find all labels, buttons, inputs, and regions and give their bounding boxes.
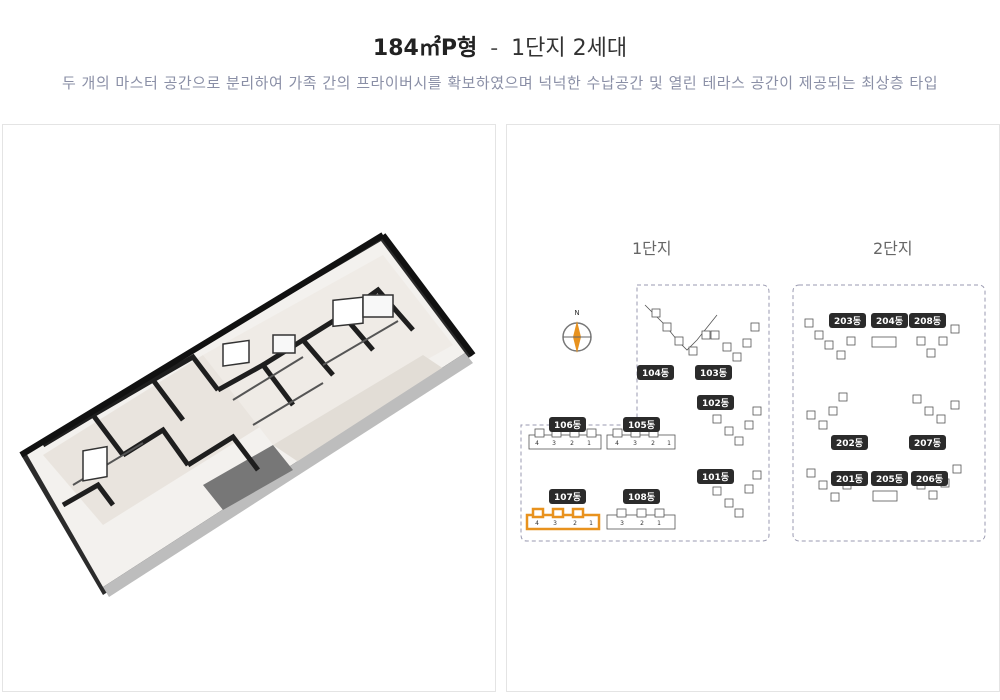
building-tag-206[interactable]: 206동 [911, 471, 949, 486]
svg-text:2: 2 [573, 520, 577, 527]
svg-text:1: 1 [587, 440, 591, 447]
building-tag-108[interactable]: 108동 [623, 489, 661, 504]
siteplan-map: N 4 3 2 1 [520, 284, 986, 542]
building-tag-107[interactable]: 107동 [549, 489, 587, 504]
building-tag-201[interactable]: 201동 [831, 471, 869, 486]
svg-text:3: 3 [553, 520, 557, 527]
floorplan-panel [2, 124, 496, 692]
svg-text:N: N [574, 309, 579, 317]
svg-text:2: 2 [570, 440, 574, 447]
building-tag-205[interactable]: 205동 [871, 471, 909, 486]
complex2-label: 2단지 [873, 239, 913, 258]
svg-text:4: 4 [535, 520, 539, 527]
title-sub: 1단지 2세대 [511, 36, 628, 61]
svg-text:4: 4 [615, 440, 619, 447]
page-description: 두 개의 마스터 공간으로 분리하여 가족 간의 프라이버시를 확보하였으며 넉… [61, 74, 939, 92]
page-header: 184㎡P형 - 1단지 2세대 두 개의 마스터 공간으로 분리하여 가족 간… [0, 0, 1000, 120]
building-tag-104[interactable]: 104동 [637, 365, 675, 380]
svg-text:4: 4 [535, 440, 539, 447]
svg-text:3: 3 [552, 440, 556, 447]
building-tag-101[interactable]: 101동 [697, 469, 735, 484]
building-tag-103[interactable]: 103동 [695, 365, 733, 380]
svg-text:2: 2 [640, 520, 644, 527]
isometric-floorplan-image [19, 232, 476, 597]
building-tag-202[interactable]: 202동 [831, 435, 869, 450]
building-tag-204[interactable]: 204동 [871, 313, 909, 328]
svg-text:1: 1 [667, 440, 671, 447]
building-tag-105[interactable]: 105동 [623, 417, 661, 432]
title-separator: - [490, 36, 499, 61]
building-tag-102[interactable]: 102동 [697, 395, 735, 410]
compass-icon: N [562, 309, 592, 353]
building-tag-207[interactable]: 207동 [909, 435, 947, 450]
page-title: 184㎡P형 - 1단지 2세대 [0, 30, 1000, 62]
svg-text:1: 1 [657, 520, 661, 527]
building-tag-208[interactable]: 208동 [909, 313, 947, 328]
building-tag-106[interactable]: 106동 [549, 417, 587, 432]
svg-text:2: 2 [651, 440, 655, 447]
complex1-label: 1단지 [632, 239, 672, 258]
svg-text:3: 3 [620, 520, 624, 527]
siteplan-panel: 1단지 2단지 N [506, 124, 1000, 692]
svg-text:3: 3 [633, 440, 637, 447]
title-main: 184㎡P형 [372, 36, 478, 61]
building-tag-203[interactable]: 203동 [829, 313, 867, 328]
svg-text:1: 1 [589, 520, 593, 527]
